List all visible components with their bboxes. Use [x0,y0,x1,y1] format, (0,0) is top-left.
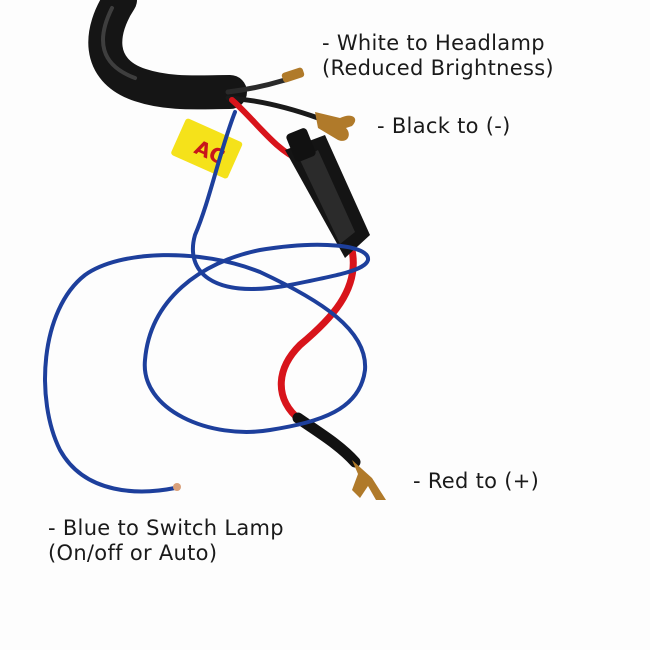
black-wire-label-line1: - Black to (-) [377,114,511,138]
fuse-holder [285,128,370,258]
black-wire-spade [315,112,356,141]
blue-wire-label-line2: (On/off or Auto) [48,541,218,565]
red-wire-label-line1: - Red to (+) [413,469,540,493]
blue-wire [43,110,370,494]
black-wire-label: - Black to (-) [377,114,511,139]
blue-wire-label: - Blue to Switch Lamp (On/off or Auto) [48,516,284,566]
blue-wire-tip [173,483,181,491]
black-wire [225,95,321,121]
red-wire-heatshrink [292,412,361,468]
red-wire-label: - Red to (+) [413,469,539,494]
red-wire-terminal [352,460,386,500]
white-wire-terminal [281,67,305,83]
white-wire [225,77,288,95]
white-wire-label: - White to Headlamp (Reduced Brightness) [322,31,554,81]
blue-wire-label-line1: - Blue to Switch Lamp [48,516,284,540]
main-cable [88,0,247,110]
white-wire-label-line1: - White to Headlamp [322,31,545,55]
cable-highlight [101,6,137,80]
red-wire-lower [277,246,357,424]
ac-tag: AC [171,118,243,179]
white-wire-label-line2: (Reduced Brightness) [322,56,554,80]
